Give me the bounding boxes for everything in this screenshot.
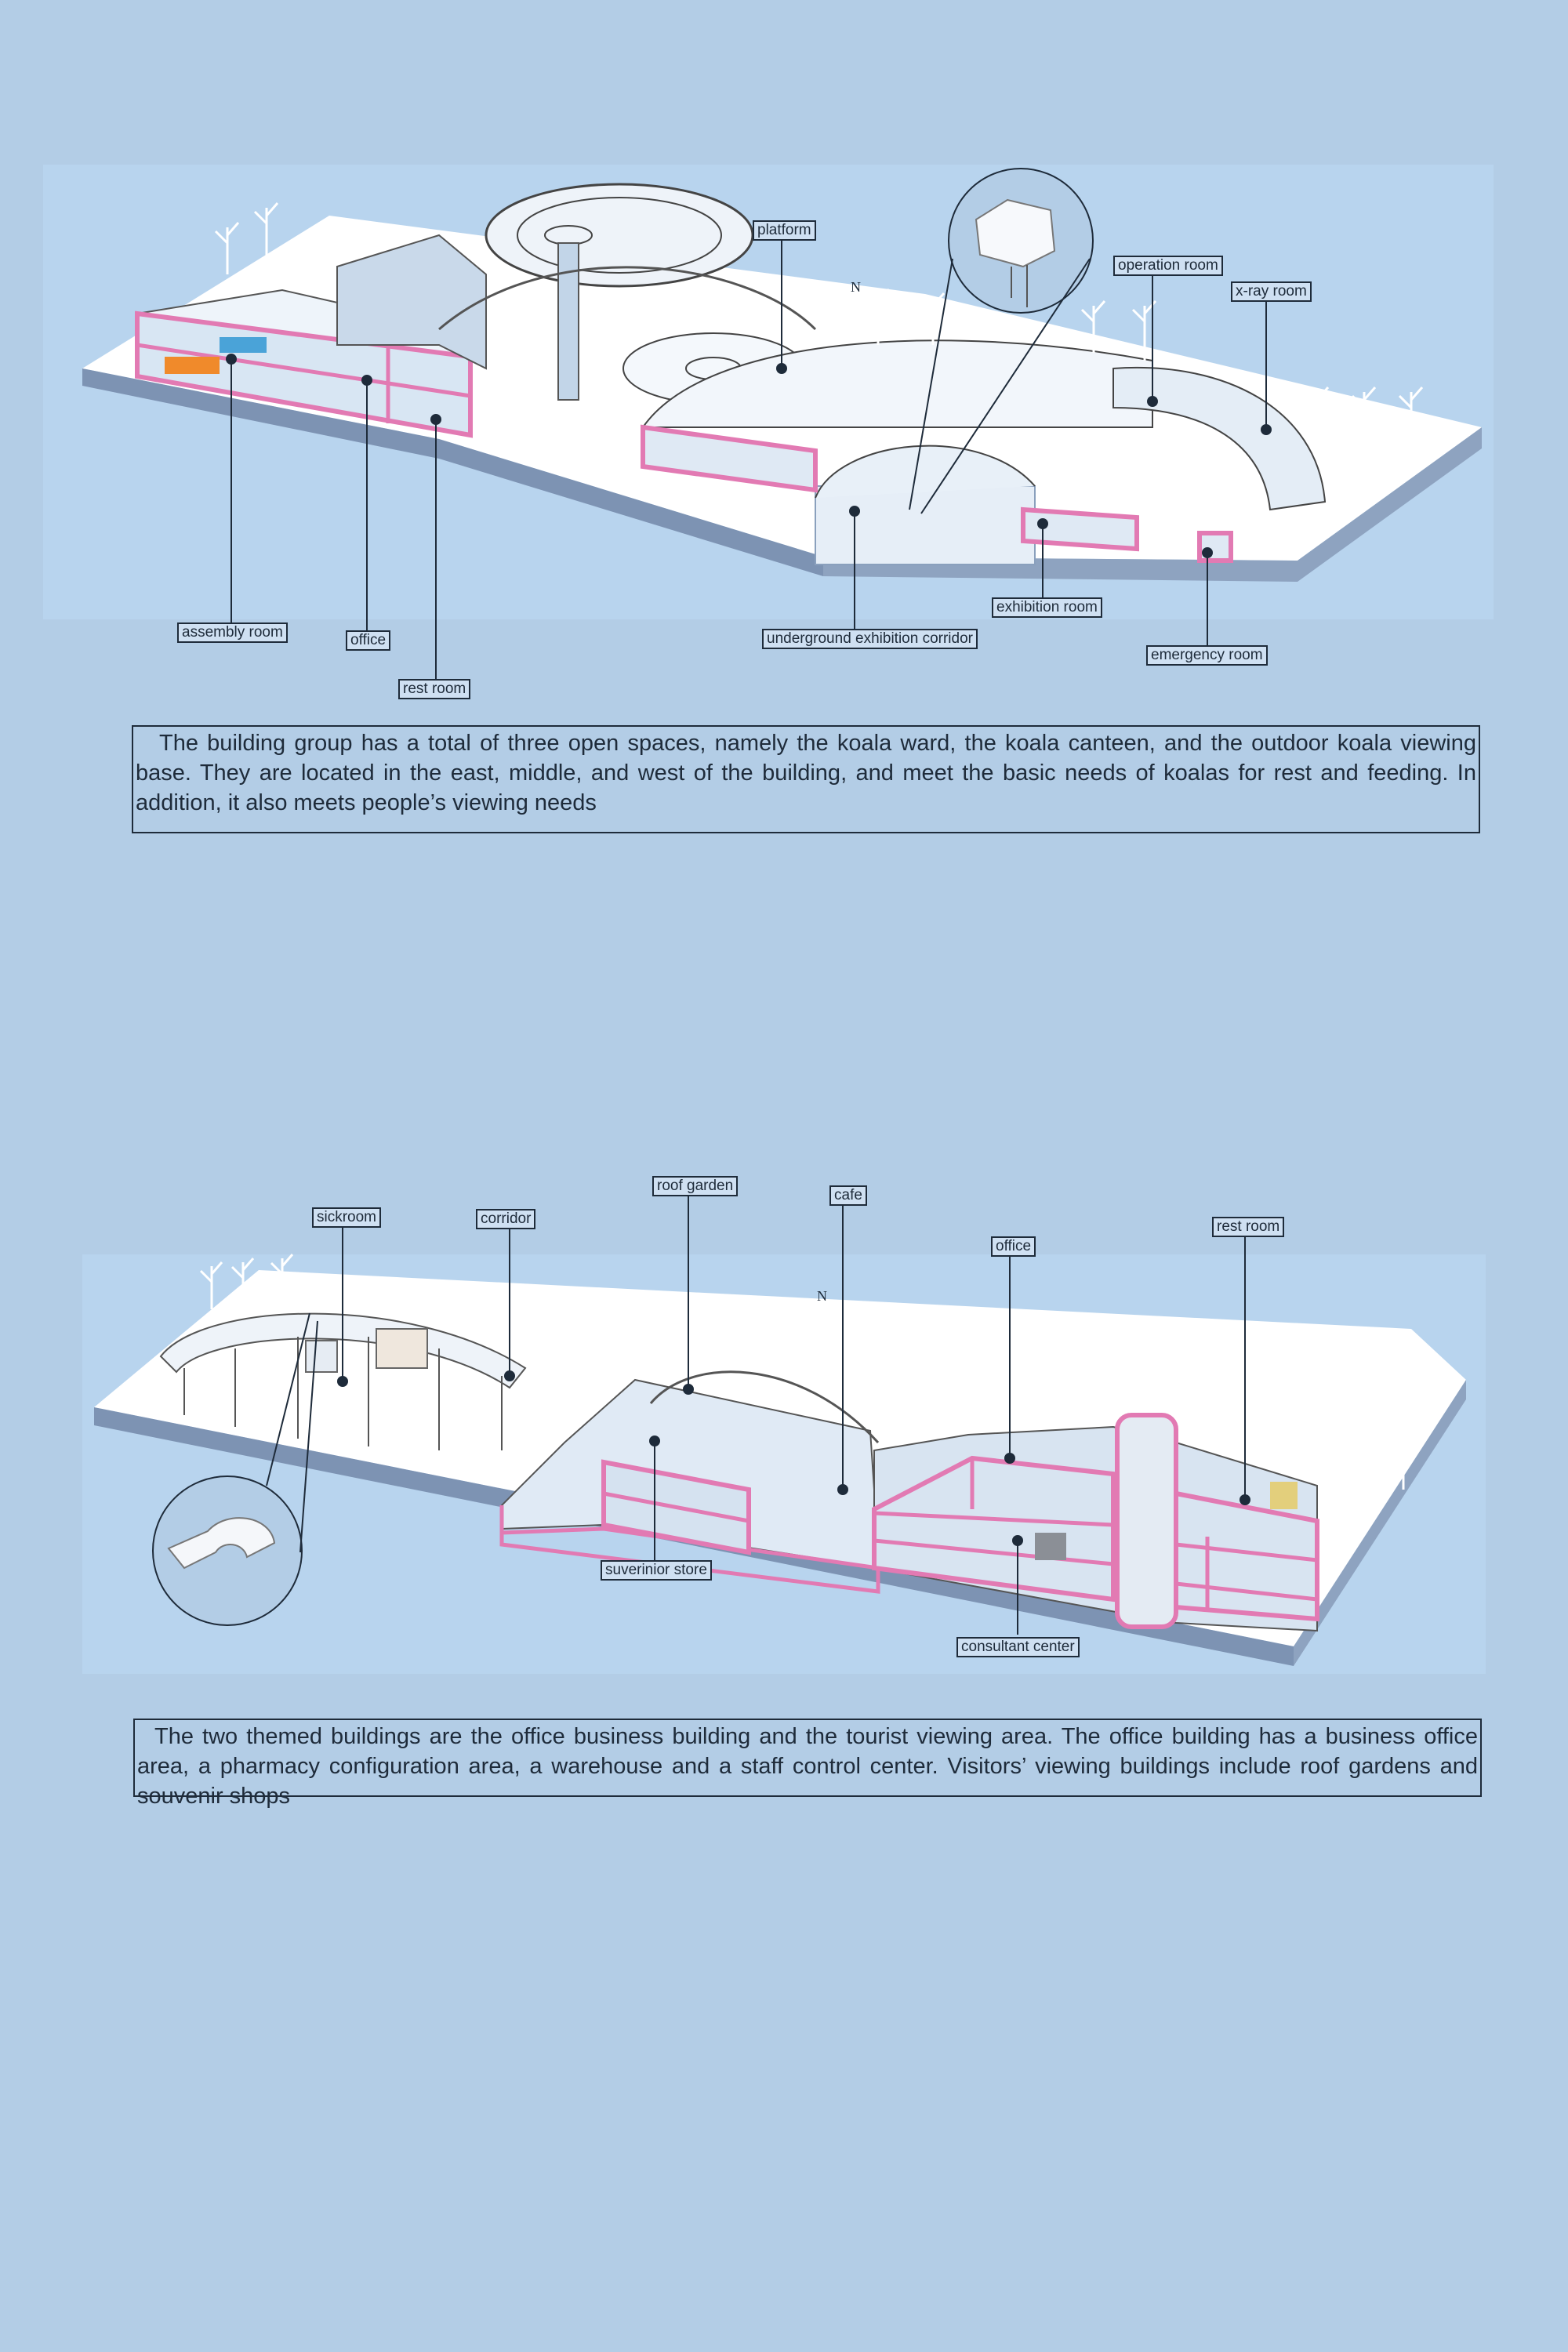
top-tower-column [557, 242, 579, 401]
north-arrow-bottom: N [817, 1288, 827, 1304]
bottom-building-drawing [82, 1195, 1486, 1674]
top-ground-side-left [82, 368, 823, 576]
top-blue-furniture [220, 337, 267, 353]
top-left-wing-floor [136, 343, 471, 398]
top-leader-lines [226, 229, 1272, 681]
bottom-description: The two themed buildings are the office … [133, 1719, 1482, 1809]
top-detail-line-left [909, 258, 953, 510]
label-rest-room-bottom: rest room [1212, 1217, 1285, 1237]
top-central-block [336, 234, 487, 370]
label-souvenir-store: suverinior store [601, 1560, 712, 1581]
bottom-detail-circle [152, 1475, 303, 1626]
bottom-hut-small [305, 1340, 338, 1373]
label-exhibition-room: exhibition room [992, 597, 1102, 618]
top-axonometric-diagram: platform operation room x-ray room assem… [0, 0, 1568, 706]
top-underground-pit [815, 485, 1036, 565]
top-building-drawing [43, 165, 1494, 681]
bottom-middle-section-base [499, 1526, 880, 1594]
label-platform: platform [753, 220, 816, 241]
label-rest-room: rest room [398, 679, 471, 699]
top-exhibition-section [1021, 506, 1139, 552]
bottom-detail-model [167, 1517, 276, 1570]
bottom-trees [199, 1254, 1439, 1490]
top-round-tower-inner [517, 197, 722, 274]
label-operation-room: operation room [1113, 256, 1223, 276]
top-curved-roof [641, 339, 1153, 428]
bottom-detail-line-left [266, 1312, 310, 1486]
bottom-leader-lines [337, 1195, 1250, 1635]
top-detail-house [975, 198, 1056, 268]
bottom-hut [376, 1328, 428, 1369]
bottom-yellow-furniture [1270, 1482, 1298, 1509]
bottom-office-section [872, 1455, 1116, 1602]
top-middle-section [641, 424, 818, 493]
label-xray-room: x-ray room [1231, 281, 1312, 302]
bottom-axonometric-diagram: sickroom corridor roof garden cafe offic… [0, 1176, 1568, 1693]
bottom-grey-counter [1035, 1533, 1066, 1560]
label-office: office [346, 630, 391, 651]
top-ground-side-right [823, 427, 1482, 582]
bottom-office-floor-2 [873, 1511, 1114, 1527]
top-trees [214, 202, 1424, 447]
bottom-office-floor-1 [873, 1538, 1114, 1566]
label-roof-garden: roof garden [652, 1176, 739, 1196]
bottom-pavilion-ring [159, 1312, 527, 1389]
label-underground-corridor: underground exhibition corridor [762, 629, 978, 649]
label-office-bottom: office [991, 1236, 1036, 1257]
label-assembly-room: assembly room [177, 622, 288, 643]
top-orange-furniture [165, 357, 220, 374]
label-sickroom: sickroom [312, 1207, 382, 1228]
label-emergency-room: emergency room [1146, 645, 1268, 666]
north-arrow-top: N [851, 279, 861, 295]
top-detail-line-right [920, 258, 1091, 514]
top-east-arc-wing [1112, 367, 1327, 511]
label-consultant-center: consultant center [956, 1637, 1080, 1657]
bottom-ground-side-right [1294, 1380, 1466, 1666]
bottom-detail-line-right [299, 1320, 318, 1553]
bottom-restroom-floor-2 [1175, 1581, 1318, 1602]
top-courtyard-arc [815, 445, 1036, 499]
label-cafe: cafe [829, 1185, 867, 1206]
top-description: The building group has a total of three … [132, 725, 1480, 833]
top-curved-glass-wall [438, 266, 817, 331]
bottom-pavilion-posts [183, 1337, 503, 1450]
bottom-restroom-floor-1 [1175, 1542, 1318, 1563]
bottom-cylinder-core [1115, 1413, 1178, 1629]
top-round-tower [485, 183, 754, 288]
label-corridor: corridor [476, 1209, 536, 1229]
bottom-middle-floor [603, 1491, 750, 1523]
bottom-roof-curve [649, 1370, 880, 1444]
